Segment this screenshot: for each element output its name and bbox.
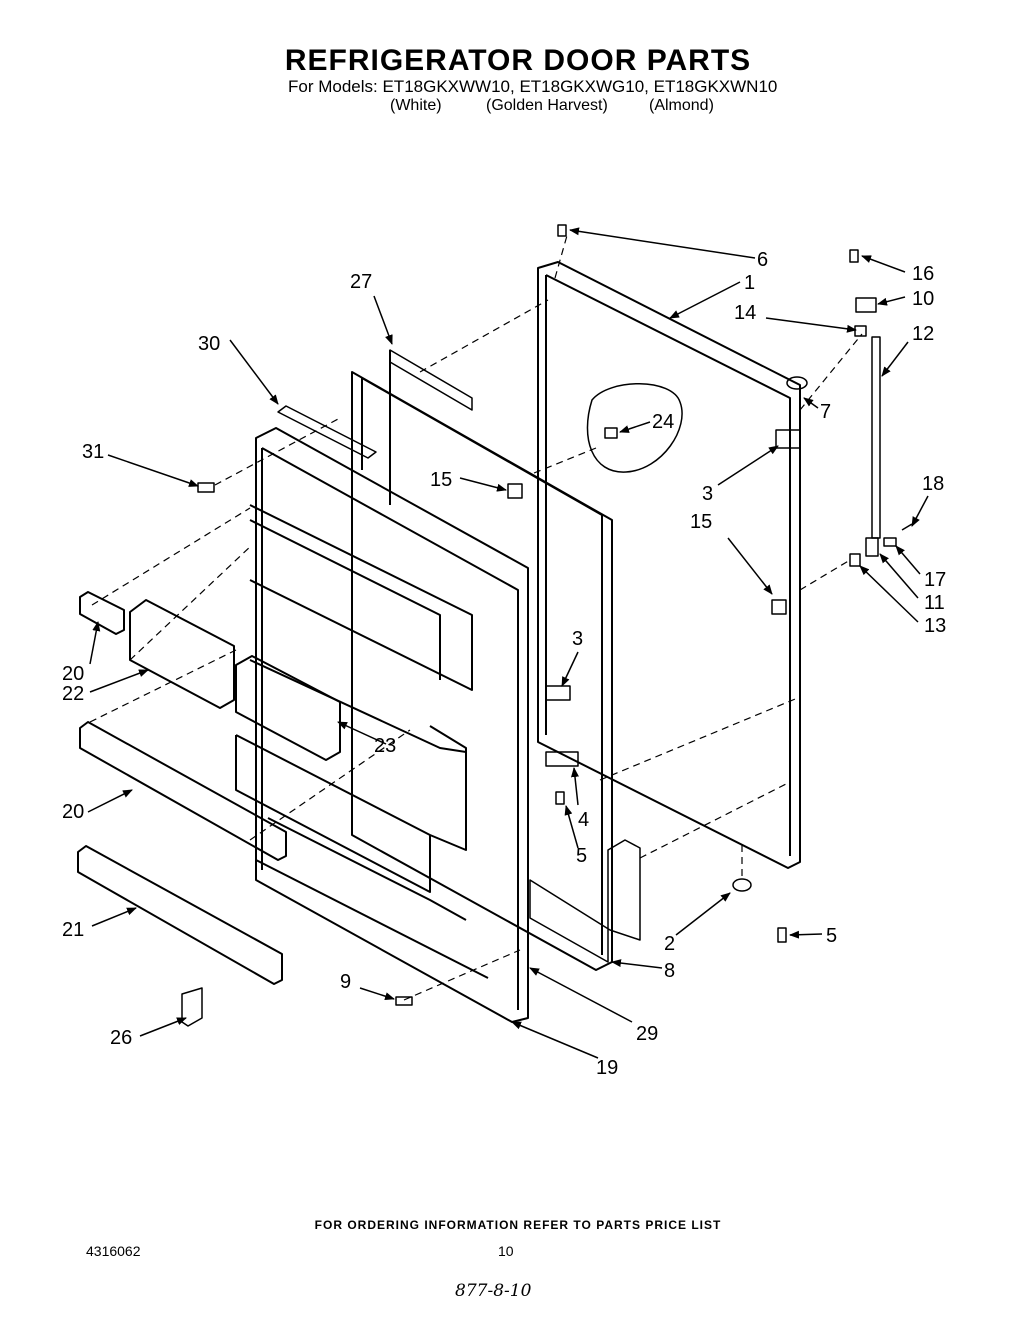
variant-almond: (Almond): [649, 97, 714, 114]
callout-20-lower: 20: [62, 801, 84, 823]
retainer-bar-20-upper: [79, 591, 125, 635]
hinge-block-3-lower: [545, 685, 571, 701]
hinge-pin-13: [849, 553, 861, 567]
callout-10: 10: [912, 288, 934, 310]
callout-30: 30: [198, 333, 220, 355]
callout-18: 18: [922, 473, 944, 495]
insulation-frame-8: [529, 839, 641, 963]
outer-door-panel: [537, 261, 801, 869]
hinge-bracket-11: [865, 537, 879, 557]
ordering-note: FOR ORDERING INFORMATION REFER TO PARTS …: [314, 1218, 722, 1232]
callout-29: 29: [636, 1023, 658, 1045]
callout-3-lower: 3: [572, 628, 583, 650]
callout-4: 4: [578, 809, 589, 831]
shelf-bin-23: [235, 655, 341, 761]
callout-9: 9: [340, 971, 351, 993]
screw-5-lower: [777, 927, 787, 943]
callout-7: 7: [820, 401, 831, 423]
callout-11: 11: [924, 592, 945, 614]
shelf-edge-30: [277, 405, 377, 459]
callout-6: 6: [757, 249, 768, 271]
callout-5-upper: 5: [576, 845, 587, 867]
clip-24: [604, 427, 618, 439]
callout-14: 14: [734, 302, 756, 324]
callout-22: 22: [62, 683, 84, 705]
hinge-bracket-10: [855, 297, 877, 313]
shelf-bin-22: [129, 599, 235, 709]
callout-17: 17: [924, 569, 946, 591]
doc-number: 4316062: [86, 1243, 141, 1259]
door-inner-liner: [235, 427, 529, 1023]
screw-9: [395, 996, 413, 1006]
callout-19: 19: [596, 1057, 618, 1079]
callout-2: 2: [664, 933, 675, 955]
callout-24: 24: [652, 411, 674, 433]
models-line: For Models: ET18GKXWW10, ET18GKXWG10, ET…: [288, 77, 778, 96]
callout-1: 1: [744, 272, 755, 294]
door-stop-rod: [871, 336, 881, 539]
callout-15-right: 15: [690, 511, 712, 533]
variant-white: (White): [390, 97, 442, 114]
hinge-block-3-upper: [775, 429, 801, 449]
clip-15-right: [771, 599, 787, 615]
callout-3-upper: 3: [702, 483, 713, 505]
retainer-bar-20-lower: [79, 721, 287, 861]
callout-21: 21: [62, 919, 84, 941]
callout-20-upper: 20: [62, 663, 84, 685]
leader-lines: [87, 227, 929, 1059]
insulation-frame-27: [389, 349, 473, 505]
page-title: REFRIGERATOR DOOR PARTS: [284, 44, 752, 77]
screw-17: [883, 537, 897, 547]
retainer-bar-21: [77, 845, 283, 985]
hinge-pin-14: [854, 325, 867, 337]
clip-26: [181, 987, 203, 1027]
callout-13: 13: [924, 615, 946, 637]
screw-5-upper: [555, 791, 565, 805]
bracket-4: [545, 751, 579, 767]
callout-31: 31: [82, 441, 104, 463]
screw-6: [557, 224, 567, 237]
callout-15-left: 15: [430, 469, 452, 491]
variant-golden-harvest: (Golden Harvest): [486, 97, 608, 114]
callout-26: 26: [110, 1027, 132, 1049]
screw-16: [849, 249, 859, 263]
callout-8: 8: [664, 960, 675, 982]
screw-31: [197, 482, 215, 493]
cam-2: [732, 878, 752, 892]
cutaway-view: [586, 383, 683, 473]
callout-23: 23: [374, 735, 396, 757]
clip-15-left: [507, 483, 523, 499]
page-number: 10: [498, 1243, 514, 1259]
callout-5-lower: 5: [826, 925, 837, 947]
handwritten-note: 877-8-10: [455, 1281, 532, 1301]
callout-numbers: 6 1 16 10 14 12 7 24 3 15 18 17 11 13 15…: [62, 249, 946, 1079]
assembly-guides: [89, 231, 863, 1001]
callout-27: 27: [350, 271, 372, 293]
screw-18: [901, 523, 913, 531]
hinge-cap-7: [786, 376, 808, 390]
callout-16: 16: [912, 263, 934, 285]
callout-12: 12: [912, 323, 934, 345]
